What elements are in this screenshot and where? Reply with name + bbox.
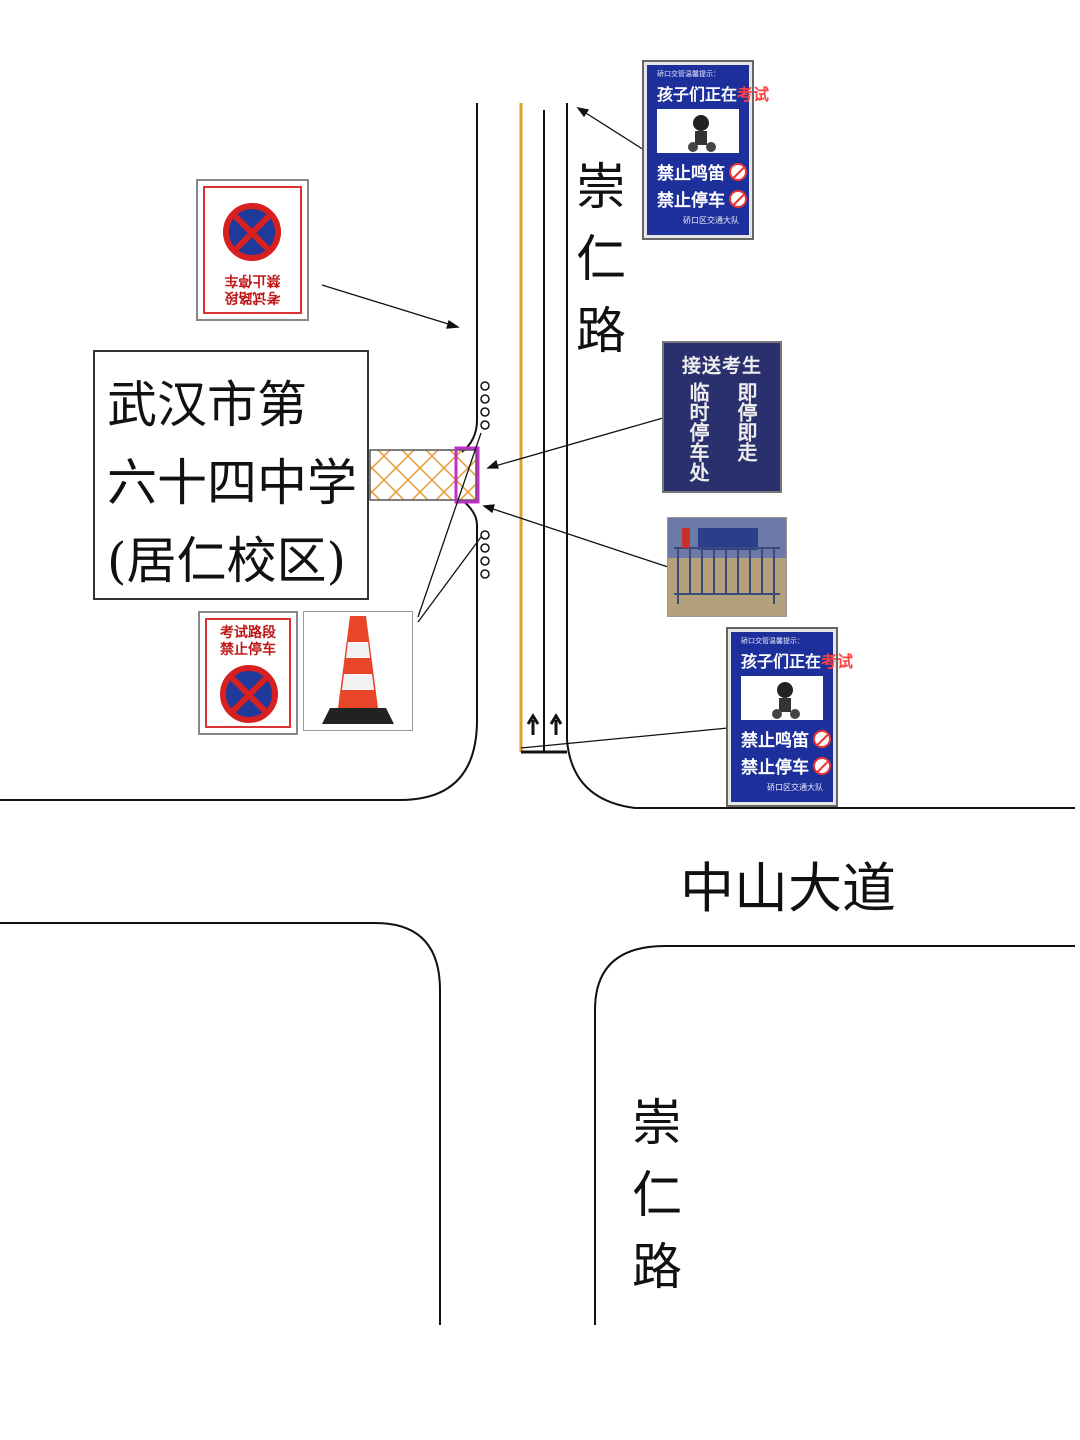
road-label-zhongshan: 中山大道 bbox=[680, 857, 896, 920]
pointer-top-red-sign bbox=[321, 284, 459, 328]
top-red-sign-text: 考试路段 禁止停车 bbox=[224, 272, 281, 305]
lane-arrow-right bbox=[549, 713, 563, 735]
pointer-top-blue-sign bbox=[577, 107, 645, 151]
blue-sign-headline: 孩子们正在考试 bbox=[741, 652, 854, 671]
road-label-chongren-lower: 崇仁路 bbox=[624, 1096, 682, 1312]
no-parking-small-icon bbox=[813, 756, 831, 775]
no-horn-icon bbox=[729, 162, 747, 181]
lower-exam-blue-sign: 硚口交管温馨提示： 孩子们正在考试 禁止鸣笛 禁止停车 硚口区交通大队 bbox=[726, 627, 854, 807]
top-exam-blue-sign: 硚口交管温馨提示： 孩子们正在考试 禁止鸣笛 禁止停车 硚口区交通大队 bbox=[642, 60, 770, 240]
school-box: 武汉市第 六十四中学 (居仁校区) bbox=[93, 350, 369, 600]
school-name: 武汉市第 六十四中学 (居仁校区) bbox=[107, 376, 357, 590]
road-label-chongren-upper: 崇仁路 bbox=[568, 160, 626, 376]
road-edge-west-lower bbox=[0, 499, 478, 801]
blue-sign-headline: 孩子们正在考试 bbox=[657, 85, 770, 104]
no-horn-icon bbox=[813, 729, 831, 748]
barrier-fence-photo bbox=[667, 517, 787, 617]
block-southwest bbox=[0, 922, 441, 1325]
no-parking-small-icon bbox=[729, 189, 747, 208]
pickup-parking-sign: 接送考生 临时停车处 即停即走 bbox=[662, 341, 782, 493]
no-parking-icon bbox=[223, 203, 281, 261]
pointer-fence-photo bbox=[483, 505, 669, 568]
bollards-south bbox=[480, 530, 490, 579]
top-no-parking-sign: 考试路段 禁止停车 bbox=[196, 179, 309, 321]
pointer-cone-a bbox=[417, 432, 482, 618]
no-parking-icon bbox=[220, 665, 278, 723]
road-edge-west bbox=[461, 103, 478, 453]
school-gate-barrier bbox=[454, 446, 480, 504]
bollards-north bbox=[480, 381, 490, 430]
school-gate-area bbox=[369, 449, 477, 501]
lower-red-sign-text: 考试路段 禁止停车 bbox=[220, 625, 276, 658]
traffic-cone-box bbox=[303, 611, 413, 731]
block-southeast bbox=[594, 945, 1075, 1325]
road-edge-east bbox=[566, 103, 1075, 809]
lane-arrow-left bbox=[526, 713, 540, 735]
pointer-lower-blue-sign bbox=[520, 727, 729, 749]
traffic-cone-icon bbox=[322, 616, 394, 724]
pointer-pickup-sign bbox=[487, 417, 664, 469]
police-mascot-icon bbox=[657, 109, 739, 153]
pointer-cone-b bbox=[417, 536, 482, 623]
lower-no-parking-sign: 考试路段 禁止停车 bbox=[198, 611, 298, 735]
police-mascot-icon bbox=[741, 676, 823, 720]
